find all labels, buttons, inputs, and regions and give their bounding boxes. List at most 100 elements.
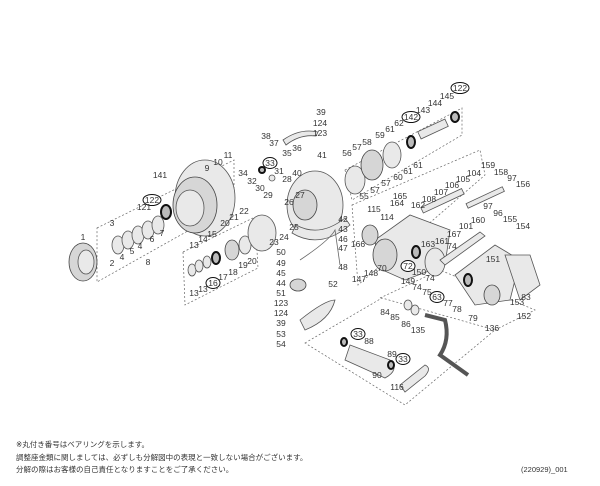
part-number-label: 156	[516, 179, 530, 189]
spool	[172, 159, 236, 237]
part-number-label: 83	[521, 292, 531, 302]
part-number-label: 38	[261, 131, 271, 141]
part-number-label: 144	[428, 98, 442, 108]
part-number-label: 74	[447, 241, 457, 251]
part-number-label: 155	[503, 214, 517, 224]
part-number-label: 90	[372, 370, 382, 380]
bearing-142	[406, 135, 416, 149]
part-number-label: 35	[282, 148, 292, 158]
part-number-label: 23	[269, 237, 279, 247]
part-number-label: 96	[493, 208, 503, 218]
part-number-label: 44	[276, 278, 286, 288]
part-number-label: 116	[390, 382, 404, 392]
line-roller	[289, 278, 307, 292]
part-number-label: 162	[411, 200, 425, 210]
part-number-label: 159	[481, 160, 495, 170]
bearing-33-knob	[387, 360, 395, 370]
part-number-label: 106	[445, 180, 459, 190]
part-number-label: 158	[494, 167, 508, 177]
part-number-label: 30	[255, 183, 265, 193]
part-number-label: 57	[352, 142, 362, 152]
part-number-label: 40	[292, 168, 302, 178]
part-number-label: 124	[274, 308, 288, 318]
part-number-label: 136	[485, 323, 499, 333]
part-number-label: 22	[239, 206, 249, 216]
part-number-label: 122	[453, 83, 467, 93]
main-shaft	[420, 188, 465, 214]
part-number-label: 57	[370, 185, 380, 195]
part-number-label: 75	[422, 287, 432, 297]
part-number-label: 88	[364, 336, 374, 346]
part-number-label: 50	[276, 247, 286, 257]
part-number-label: 74	[412, 282, 422, 292]
part-number-label: 141	[153, 170, 167, 180]
part-number-label: 11	[224, 150, 233, 160]
part-number-label: 3	[110, 218, 115, 228]
drag-parts	[187, 214, 277, 277]
bearing-16	[211, 251, 221, 265]
bearing-63	[463, 273, 473, 287]
part-number-label: 97	[507, 173, 517, 183]
part-number-label: 34	[238, 168, 248, 178]
part-number-label: 123	[274, 298, 288, 308]
part-number-label: 1	[81, 232, 86, 242]
notes: ※丸付き番号はベアリングを示します。 調整座金類に関しましては、必ずしも分解図中…	[16, 439, 307, 477]
part-number-label: 16	[208, 278, 218, 288]
part-number-label: 4	[138, 241, 143, 251]
oscillation-shaft	[465, 186, 505, 209]
bearing-122	[160, 204, 172, 220]
bearing-marker-circle	[395, 353, 411, 365]
part-number-label: 153	[510, 297, 524, 307]
part-number-label: 48	[338, 262, 348, 272]
part-number-label: 5	[130, 246, 135, 256]
part-number-label: 60	[393, 172, 403, 182]
bearing-marker-circle	[262, 157, 278, 169]
part-number-label: 21	[229, 212, 239, 222]
part-number-label: 33	[265, 158, 275, 168]
note-shims: 調整座金類に関しましては、必ずしも分解図中の表現と一致しない場合がございます。	[16, 452, 308, 462]
bearing-marker-circle	[350, 328, 366, 340]
bearing-33	[258, 166, 266, 174]
bearing-marker-circle	[400, 260, 416, 272]
part-number-label: 55	[359, 191, 369, 201]
part-number-label: 152	[517, 311, 531, 321]
part-number-label: 46	[338, 234, 348, 244]
part-number-label: 101	[459, 221, 473, 231]
part-number-label: 164	[390, 198, 404, 208]
note-bearing: ※丸付き番号はベアリングを示します。	[16, 440, 150, 449]
part-number-label: 29	[263, 190, 273, 200]
part-number-label: 86	[401, 319, 411, 329]
bail-arm	[282, 130, 319, 146]
part-number-label: 24	[279, 232, 289, 242]
part-number-label: 161	[435, 236, 449, 246]
pinion-gear	[417, 118, 449, 140]
part-number-label: 20	[220, 218, 230, 228]
part-number-label: 33	[353, 329, 363, 339]
part-number-label: 52	[328, 279, 338, 289]
part-number-label: 123	[313, 128, 327, 138]
part-number-label: 18	[228, 267, 238, 277]
drag-washers	[111, 215, 165, 255]
part-number-label: 31	[274, 166, 284, 176]
part-number-label: 148	[364, 268, 378, 278]
bearing-marker-circle	[450, 82, 470, 94]
part-number-label: 165	[393, 191, 407, 201]
part-number-label: 72	[403, 261, 413, 271]
part-number-label: 49	[276, 258, 286, 268]
part-number-label: 9	[205, 163, 210, 173]
part-number-label: 61	[403, 166, 413, 176]
part-number-label: 121	[137, 202, 151, 212]
part-number-label: 74	[425, 273, 435, 283]
part-number-label: 15	[207, 229, 217, 239]
part-number-label: 57	[381, 178, 391, 188]
part-number-label: 17	[218, 272, 228, 282]
part-number-label: 114	[380, 212, 394, 222]
part-number-label: 36	[292, 143, 302, 153]
part-number-label: 70	[377, 263, 387, 273]
note-disassembly: 分解の際はお客様の自己責任となりますことをご了承ください。	[16, 465, 234, 474]
part-number-label: 42	[338, 214, 348, 224]
drag-knob	[68, 242, 98, 282]
part-number-label: 135	[411, 325, 425, 335]
bearing-marker-circle	[429, 291, 445, 303]
